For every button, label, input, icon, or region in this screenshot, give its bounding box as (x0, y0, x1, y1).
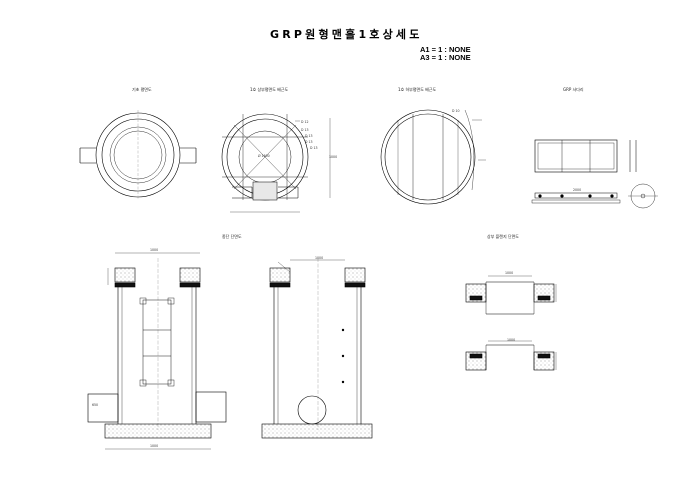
scale-a1: A1 = 1 : NONE (420, 45, 471, 54)
view-label-ladder: GRP 사다리 (563, 87, 584, 92)
lower-rebar-view (380, 109, 486, 205)
dim-pipe: 650 (92, 403, 99, 407)
dim-width-section: 1000 (315, 256, 324, 260)
upper-rebar-view (221, 113, 331, 213)
dim-d13-c: D 13 (305, 140, 313, 144)
dim-width-bottom: 1000 (150, 444, 159, 448)
foundation-plan-view (79, 110, 197, 200)
view-label-longitudinal-section: 종단 단면도 (222, 234, 242, 239)
cross-section-view (261, 258, 373, 439)
dim-width-top: 1000 (150, 248, 159, 252)
dim-ladder-length: 2000 (573, 188, 582, 192)
sheet-title: GRP원형맨홀1호상세도 (270, 28, 423, 41)
dim-d12: D 12 (301, 120, 309, 124)
view-label-foundation-plan: 기초 평면도 (132, 87, 152, 92)
dim-d10: D 10 (452, 109, 460, 113)
view-label-flange-section: 상부 플랜지 단면도 (487, 234, 519, 239)
dim-flange-b: 1000 (507, 338, 516, 342)
view-label-upper-rebar: 1호 상부평면도 배근도 (250, 87, 289, 92)
longitudinal-section-view (87, 252, 227, 450)
dim-d13-a: D 13 (301, 128, 309, 132)
dim-d13-d: D 13 (310, 146, 318, 150)
flange-section-view (465, 275, 557, 371)
dim-flange-a: 1000 (505, 271, 514, 275)
view-label-lower-rebar: 1호 하부평면도 배근도 (398, 87, 437, 92)
dim-d13-b: D 13 (305, 134, 313, 138)
dim-height-plan: 1000 (329, 155, 338, 159)
ladder-view (531, 139, 658, 209)
scale-a3: A3 = 1 : NONE (420, 53, 471, 62)
